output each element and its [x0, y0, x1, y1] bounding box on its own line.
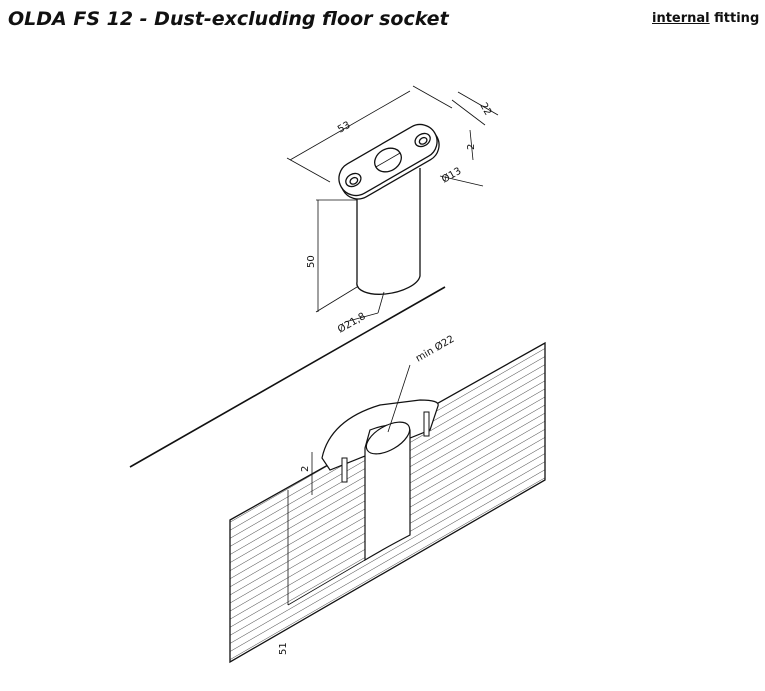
dim-min-22: min Ø22 — [414, 333, 457, 365]
upper-dimensions — [286, 85, 499, 323]
link-text: fitting — [709, 11, 760, 26]
floor-line — [129, 286, 446, 468]
page-title: OLDA FS 12 - Dust-excluding floor socket — [8, 8, 449, 30]
dim-51: 51 — [278, 642, 289, 655]
dim-2-recess: 2 — [300, 466, 311, 472]
link-underlined-text: internal — [652, 11, 710, 26]
pin-left — [341, 457, 348, 483]
socket-part — [338, 123, 440, 295]
bore — [364, 424, 411, 562]
tube — [356, 168, 421, 295]
dim-53: 53 — [336, 120, 353, 136]
dim-13: Ø13 — [440, 165, 464, 186]
dim-50: 50 — [306, 255, 317, 268]
pin-right — [423, 411, 430, 437]
internal-fitting-link[interactable]: internal fitting — [652, 11, 759, 26]
floor-section — [229, 341, 546, 664]
dim-2-plate: 2 — [466, 144, 477, 150]
dim-21-8: Ø21,8 — [336, 310, 368, 335]
dim-22: 22 — [477, 101, 493, 118]
lower-dimensions — [287, 364, 411, 606]
